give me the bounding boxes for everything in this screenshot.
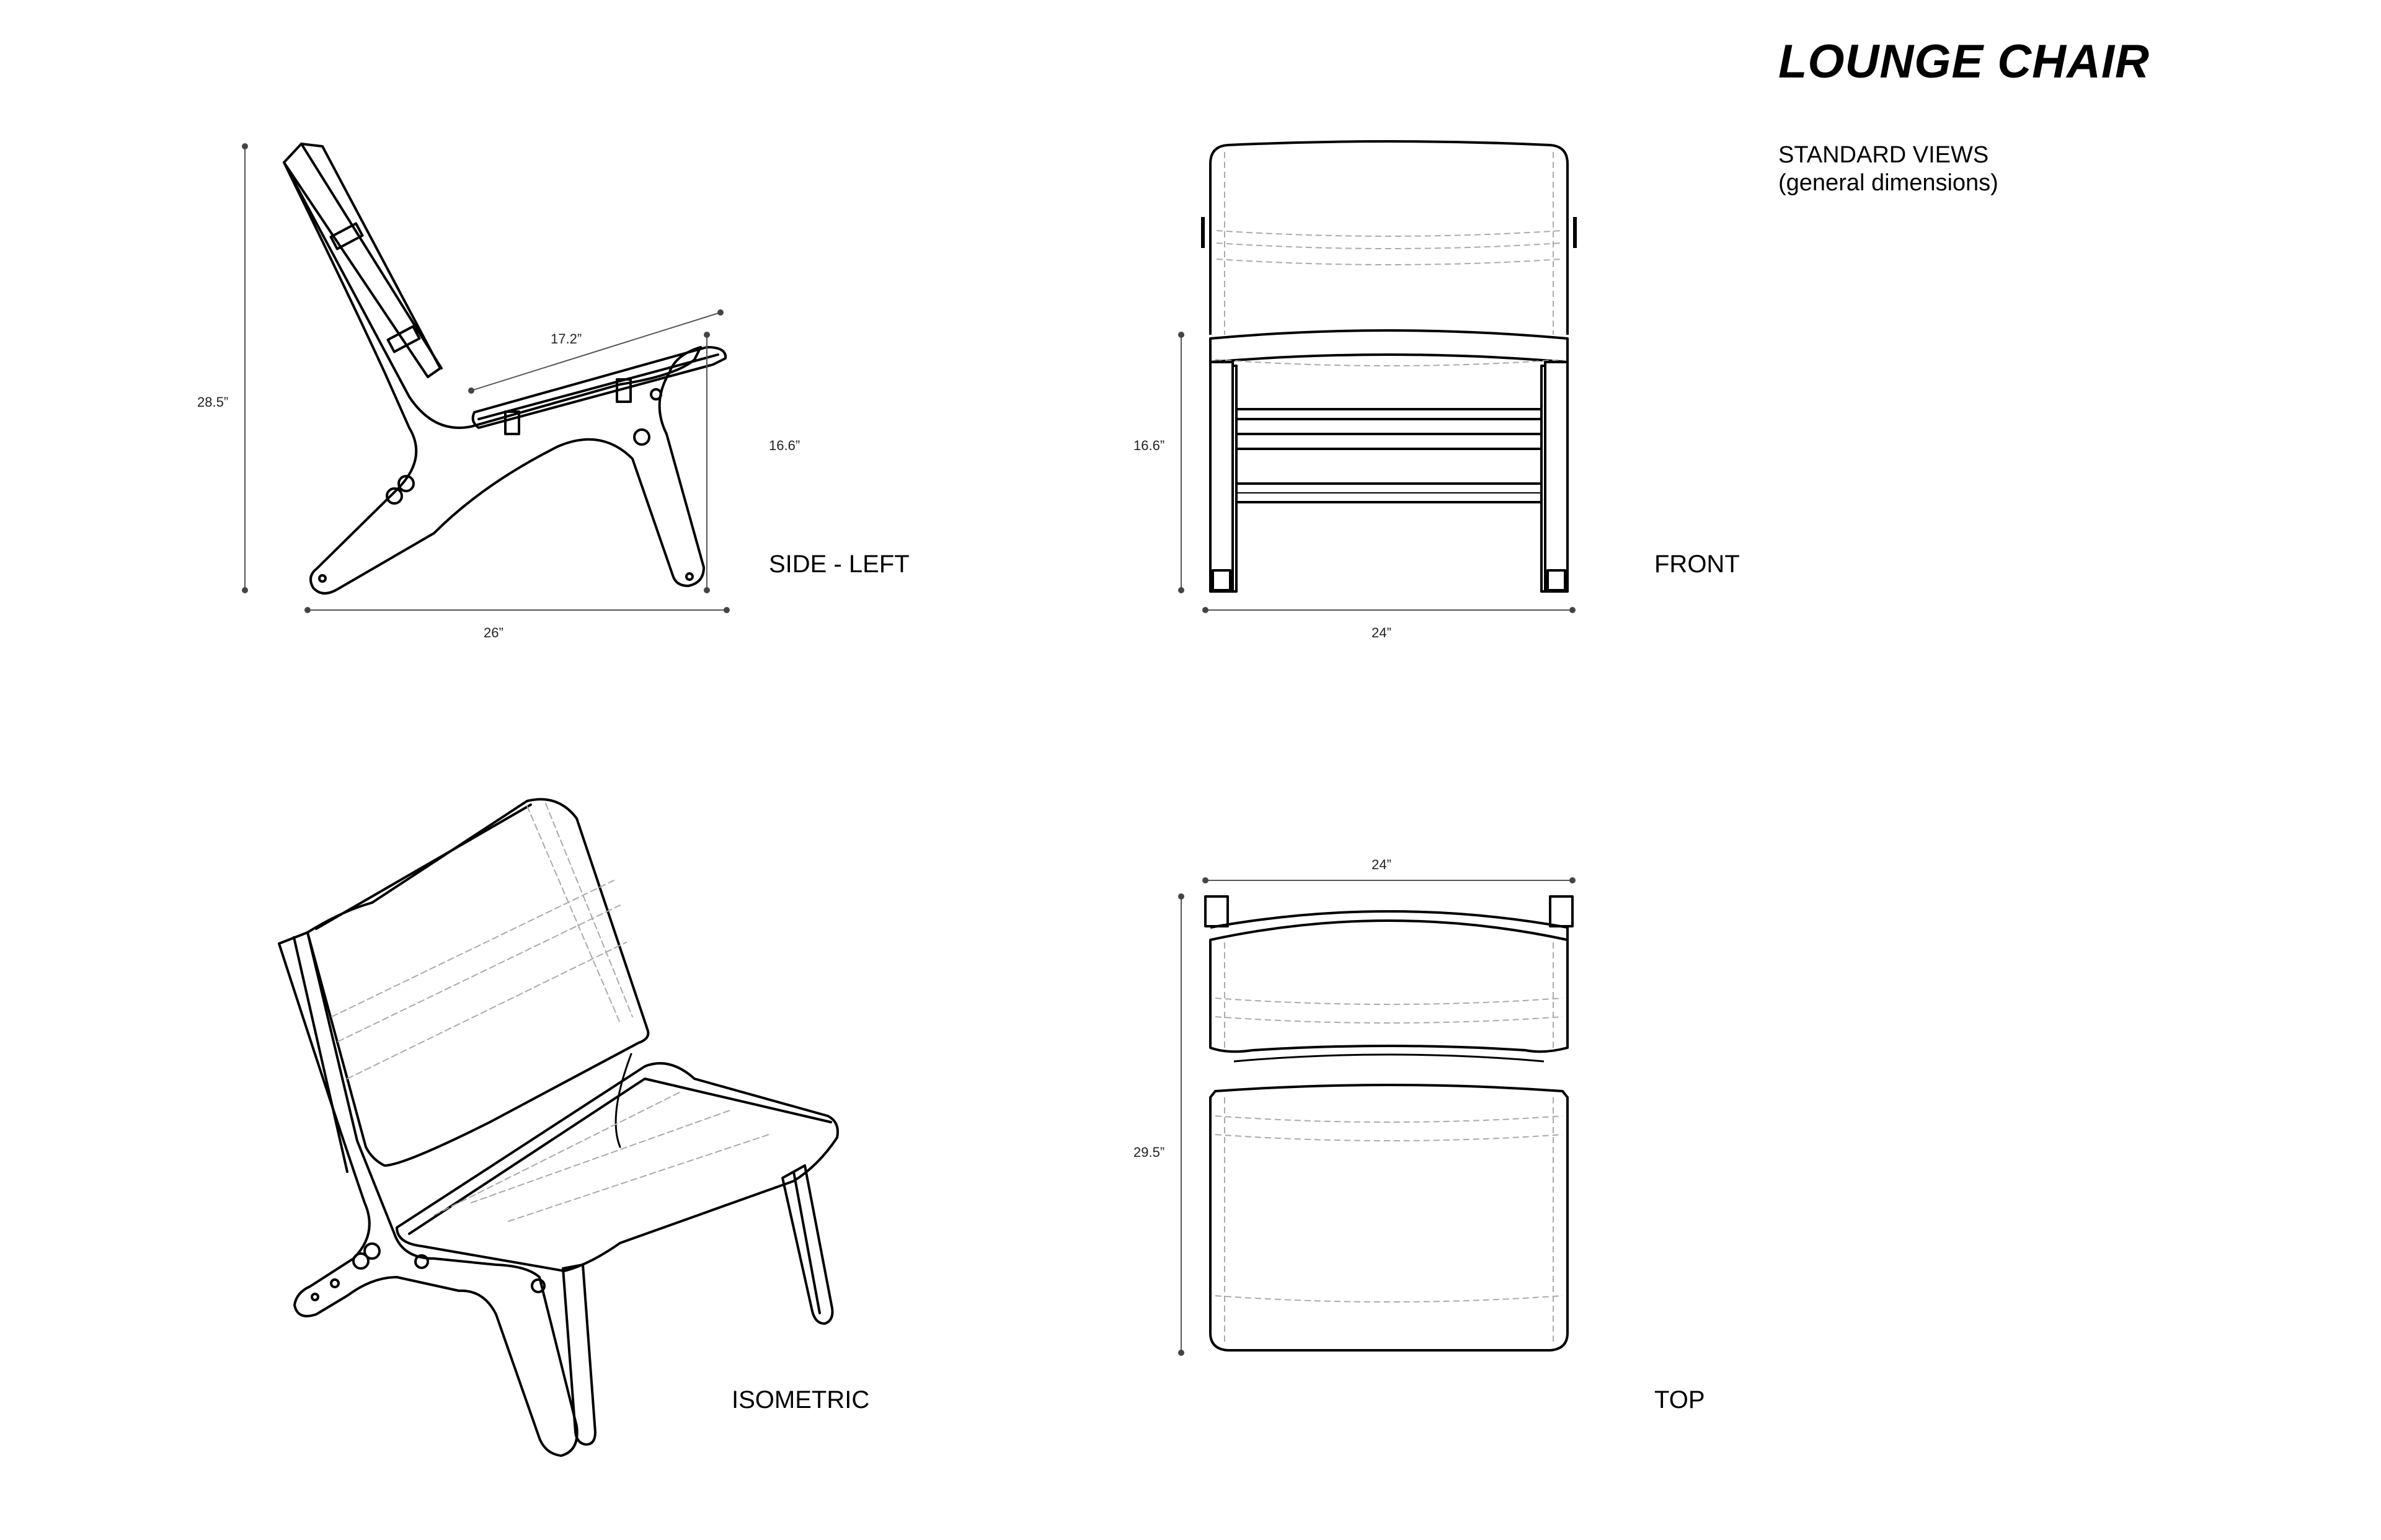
front-backrest [1201,140,1577,335]
front-seat-height-dimension: 16.6” [1133,438,1165,453]
front-legs [1209,361,1569,593]
subtitle-line-1: STANDARD VIEWS [1778,142,1989,168]
front-seat [1209,329,1569,366]
side-seat-depth-dimension: 17.2” [551,331,582,347]
isometric-view [278,798,839,1457]
iso-front-leg [562,1263,596,1446]
side-dimension-lines [242,143,730,613]
top-view-label: TOP [1654,1386,1705,1414]
iso-left-frame [278,931,579,1457]
side-seat-height-dimension: 16.6” [769,438,800,453]
top-view [1204,895,1574,1352]
side-height-dimension: 28.5” [197,394,229,410]
front-width-dimension: 24” [1372,625,1391,640]
top-backrest [1209,910,1569,1053]
front-dimension-lines [1178,332,1576,613]
front-stretchers [1235,408,1543,503]
iso-backrest [306,798,650,1167]
isometric-view-label: ISOMETRIC [732,1386,870,1414]
side-depth-dimension: 26” [484,625,503,640]
drawing-title: LOUNGE CHAIR [1778,35,2150,88]
top-seat [1209,1053,1569,1352]
top-dimension-lines [1178,877,1576,1356]
front-view-label: FRONT [1654,551,1740,578]
front-view [1201,140,1577,593]
top-depth-dimension: 29.5” [1133,1144,1165,1160]
drawing-subtitle: STANDARD VIEWS (general dimensions) [1778,141,1998,197]
side-backrest [283,143,443,378]
side-left-view-label: SIDE - LEFT [769,551,910,578]
side-left-view [283,143,727,595]
iso-seat [396,1053,839,1272]
top-width-dimension: 24” [1372,857,1391,872]
subtitle-line-2: (general dimensions) [1778,170,1998,196]
iso-rear-leg [781,1164,834,1325]
